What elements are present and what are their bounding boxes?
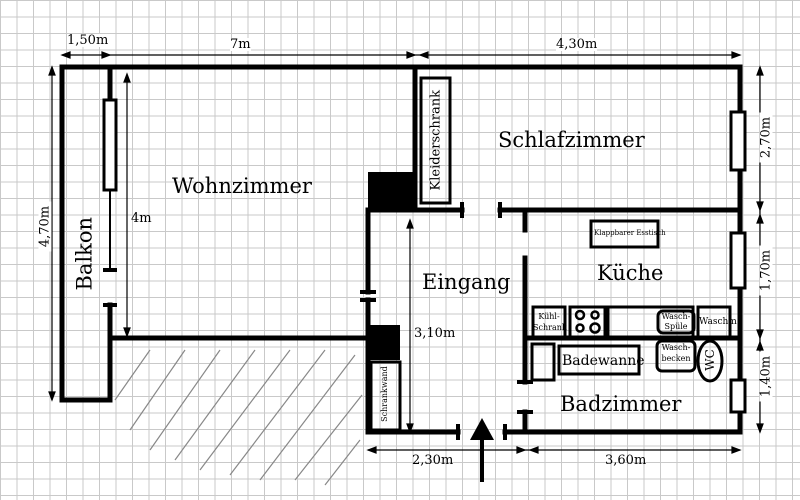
bathtub bbox=[557, 344, 641, 376]
wall-unit-label: Schrankwand bbox=[380, 366, 389, 422]
dim-total-depth: 4,70m bbox=[38, 201, 53, 252]
washer-label: Waschm bbox=[699, 317, 737, 327]
fridge-label-1: Kühl- bbox=[538, 312, 560, 321]
wardrobe-label: Kleiderschrank bbox=[428, 90, 444, 191]
fridge bbox=[531, 305, 567, 339]
dim-living-width: 7m bbox=[230, 37, 251, 52]
bathroom-window bbox=[729, 378, 747, 414]
wc-label: WC bbox=[703, 349, 717, 371]
bath-cabinet bbox=[530, 342, 556, 382]
dim-bath-width: 3,60m bbox=[605, 453, 647, 468]
balcony-window bbox=[102, 98, 118, 192]
sink-label-1: Wasch- bbox=[661, 312, 691, 321]
dim-bath-depth: 1,40m bbox=[759, 351, 774, 402]
dim-living-depth: 4m bbox=[131, 211, 152, 226]
basin-label-1: Wasch- bbox=[661, 343, 691, 352]
toilet bbox=[696, 339, 724, 383]
sink-label-2: Spüle bbox=[664, 322, 688, 331]
wall-unit bbox=[369, 360, 402, 432]
bedroom-window bbox=[729, 110, 747, 172]
dim-right-width: 4,30m bbox=[556, 37, 598, 52]
terrace-hatching bbox=[114, 349, 363, 486]
outer-wall bbox=[59, 64, 743, 435]
kitchen-window bbox=[729, 231, 747, 290]
washing-machine bbox=[696, 305, 732, 339]
dim-balcony-width: 1,50m bbox=[67, 33, 109, 48]
dim-entrance-width: 2,30m bbox=[412, 453, 454, 468]
room-label-kitchen: Küche bbox=[597, 261, 664, 285]
kitchen-sink bbox=[656, 309, 696, 335]
dim-kitchen-depth: 1,70m bbox=[759, 245, 774, 296]
wash-basin bbox=[655, 339, 697, 373]
bathtub-label: Badewanne bbox=[562, 353, 645, 369]
room-label-living: Wohnzimmer bbox=[172, 174, 312, 198]
wardrobe bbox=[419, 76, 452, 205]
folding-table-label: Klappbarer Esstisch bbox=[594, 229, 666, 237]
room-label-entrance: Eingang bbox=[422, 270, 511, 294]
pillar-block bbox=[368, 325, 400, 360]
chimney-block bbox=[368, 172, 415, 210]
stove-burners bbox=[574, 309, 601, 334]
dim-bedroom-depth: 2,70m bbox=[759, 112, 774, 163]
folding-table bbox=[589, 219, 660, 249]
room-label-balcony: Balkon bbox=[72, 216, 97, 291]
room-label-bathroom: Badzimmer bbox=[560, 392, 682, 416]
dim-entrance-depth: 3,10m bbox=[414, 326, 456, 341]
entrance-arrow bbox=[470, 418, 494, 440]
stove bbox=[568, 305, 607, 339]
fridge-label-2: Schrank bbox=[533, 323, 567, 332]
basin-label-2: becken bbox=[661, 354, 691, 363]
room-label-bedroom: Schlafzimmer bbox=[498, 128, 645, 152]
